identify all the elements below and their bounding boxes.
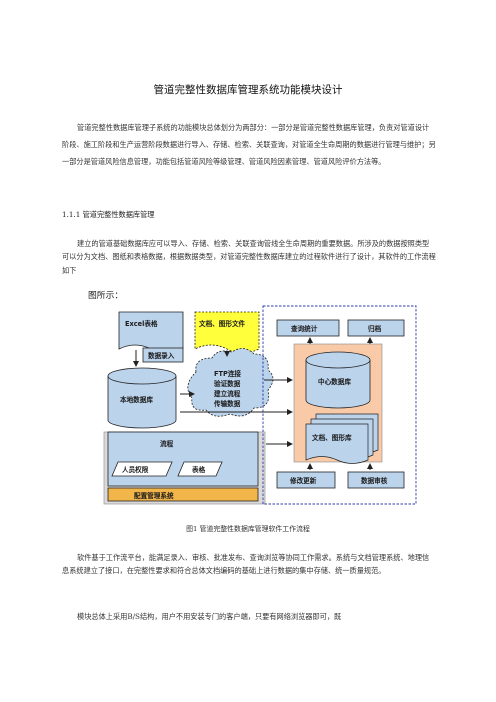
page-title: 管道完整性数据库管理系统功能模块设计	[153, 84, 343, 96]
docs-library-label: 文档、图形库	[312, 433, 352, 442]
local-db-cylinder	[107, 367, 177, 429]
figure-caption: 图1 管道完整性数据库管理软件工作流程	[186, 525, 310, 533]
config-bar	[107, 487, 259, 502]
flow-box	[107, 431, 259, 487]
data-entry-label: 数据录入	[148, 351, 175, 360]
figure-lead: 图所示：	[88, 291, 124, 301]
central-db-label: 中心数据库	[318, 377, 351, 386]
docs-doc-shape	[194, 311, 260, 354]
excel-label: Excel表格	[125, 319, 158, 328]
modify-box	[276, 471, 336, 489]
perm-shape	[111, 461, 173, 477]
central-region	[262, 305, 417, 505]
modify-label: 修改更新	[289, 476, 317, 485]
table-label: 表格	[192, 465, 206, 474]
docs-library-stack	[305, 413, 379, 464]
review-box	[347, 471, 405, 489]
workflow-paragraph: 软件基于工作流平台，能满足录入、审核、批准发布、查询浏览等协同工作需求。系统与文…	[62, 553, 430, 576]
cloud-line-1: FTP连接	[214, 369, 241, 378]
perm-label: 人员权限	[122, 465, 149, 474]
local-db-label: 本地数据库	[119, 395, 153, 404]
section-paragraph: 建立的管道基础数据库应可以导入、存储、检索、关联查询管线全生命周期的重要数据。所…	[62, 239, 436, 275]
archive-box	[347, 319, 405, 337]
central-db-cylinder	[305, 351, 371, 409]
archive-label: 归档	[368, 324, 382, 333]
data-entry-box	[142, 347, 184, 363]
query-label: 查询统计	[291, 324, 318, 333]
table-shape	[177, 461, 223, 477]
docs-label: 文档、图形文件	[199, 319, 246, 328]
review-label: 数据审核	[361, 476, 388, 485]
flow-label: 流程	[160, 439, 174, 448]
cloud-line-4: 传输数据	[213, 399, 241, 408]
structure-paragraph: 模块总体上采用B/S结构，用户不用安装专门的客户端，只要有网络浏览器即可，既	[77, 612, 342, 621]
excel-doc-shape	[118, 311, 184, 354]
section-heading: 1.1.1 管道完整性数据库管理	[62, 210, 155, 219]
config-label: 配置管理系统	[134, 491, 174, 500]
cloud-line-3: 建立流程	[213, 389, 241, 398]
cloud-line-2: 验证数据	[214, 379, 241, 388]
query-box	[276, 319, 340, 337]
ftp-cloud-shape	[187, 348, 274, 417]
intro-paragraph: 管道完整性数据库管理子系统的功能模块总体划分为两部分：一部分是管道完整性数据库管…	[62, 123, 436, 167]
